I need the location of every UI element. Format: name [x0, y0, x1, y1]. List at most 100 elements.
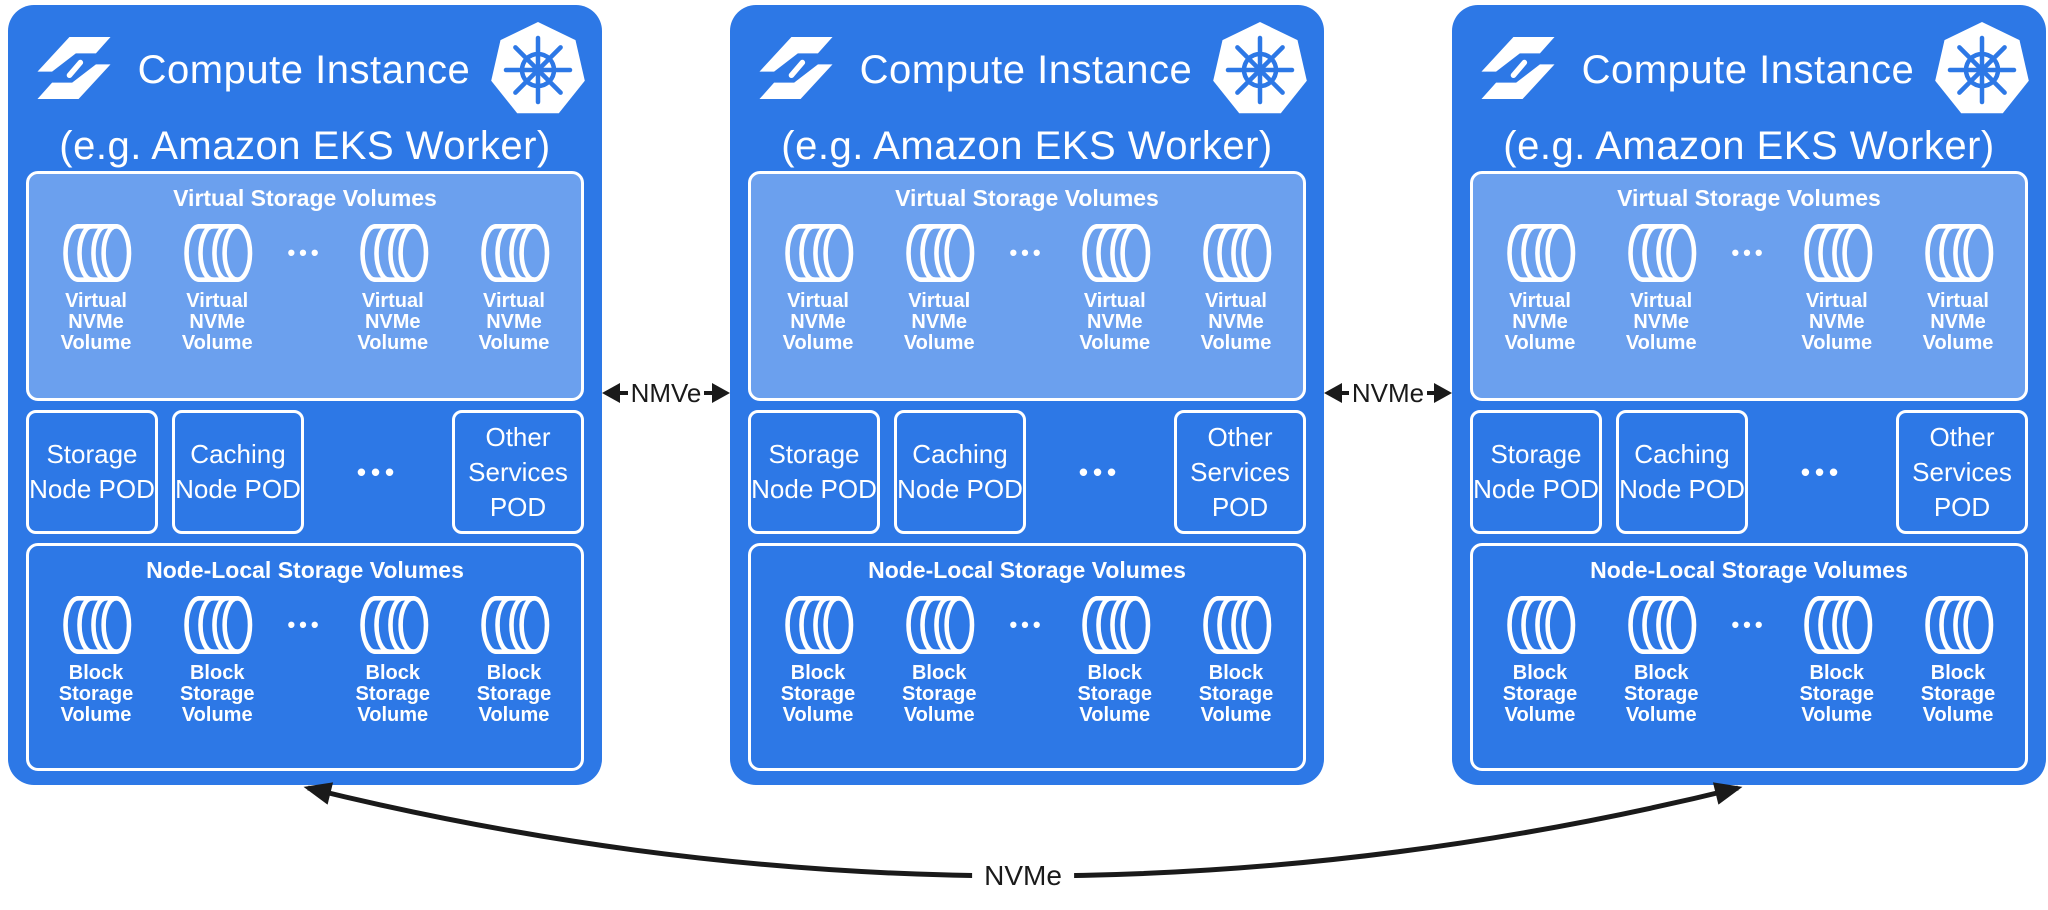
ellipsis: ••• — [356, 456, 400, 487]
volume-label: Block Storage Volume — [1920, 662, 1996, 726]
storage-node-pod: Storage Node POD — [1470, 410, 1602, 534]
volume-label: Block Storage Volume — [1799, 662, 1874, 726]
node-header: Compute Instance — [730, 5, 1324, 121]
virtual-volume: Virtual NVMe Volume — [1907, 220, 2009, 354]
storage-node-pod: Storage Node POD — [748, 410, 880, 534]
storage-cylinder-icon — [778, 220, 858, 286]
nvme-connector-left: NMVe — [602, 372, 730, 414]
ellipsis: ••• — [1009, 240, 1045, 265]
volume-label: Block Storage Volume — [1198, 662, 1274, 726]
volume-label: Virtual NVMe Volume — [903, 290, 975, 354]
storage-cylinder-icon — [899, 592, 979, 658]
virtual-storage-heading: Virtual Storage Volumes — [1617, 185, 1881, 211]
volume-label: Block Storage Volume — [1502, 662, 1578, 726]
storage-cylinder-icon — [177, 592, 257, 658]
node-local-heading: Node-Local Storage Volumes — [146, 557, 464, 583]
connector-line — [704, 391, 712, 395]
virtual-volume-row: Virtual NVMe Volume Virtual NVMe Volume … — [751, 220, 1303, 354]
volume-label: Block Storage Volume — [179, 662, 255, 726]
pods-row: Storage Node POD Caching Node POD ••• Ot… — [26, 410, 584, 534]
virtual-volume: Virtual NVMe Volume — [1064, 220, 1166, 354]
arrow-left-icon — [1324, 383, 1342, 403]
volume-label: Virtual NVMe Volume — [1625, 290, 1697, 354]
curve-connector-label: NVMe — [972, 856, 1074, 896]
volume-label: Block Storage Volume — [780, 662, 856, 726]
virtual-storage-panel: Virtual Storage Volumes Virtual NVMe Vol… — [26, 171, 584, 401]
simplyblock-logo-icon — [28, 26, 120, 115]
volume-label: Virtual NVMe Volume — [1200, 290, 1272, 354]
connector-line — [1427, 391, 1434, 395]
block-volume: Block Storage Volume — [1064, 592, 1166, 726]
other-services-pod: Other Services POD — [1896, 410, 2028, 534]
pods-row: Storage Node POD Caching Node POD ••• Ot… — [1470, 410, 2028, 534]
node-subtitle: (e.g. Amazon EKS Worker) — [1503, 124, 1995, 168]
storage-cylinder-icon — [1196, 592, 1276, 658]
ellipsis: ••• — [287, 612, 323, 637]
volume-label: Block Storage Volume — [476, 662, 552, 726]
storage-cylinder-icon — [1196, 220, 1276, 286]
volume-label: Virtual NVMe Volume — [1922, 290, 1994, 354]
virtual-volume-row: Virtual NVMe Volume Virtual NVMe Volume … — [29, 220, 581, 354]
node-local-storage-panel: Node-Local Storage Volumes Block Storage… — [748, 543, 1306, 771]
block-volume: Block Storage Volume — [342, 592, 444, 726]
storage-cylinder-icon — [1621, 592, 1701, 658]
block-volume: Block Storage Volume — [1610, 592, 1712, 726]
volume-label: Block Storage Volume — [901, 662, 977, 726]
node-title: Compute Instance — [859, 47, 1193, 92]
node-subtitle: (e.g. Amazon EKS Worker) — [59, 124, 551, 168]
kubernetes-icon — [1210, 20, 1310, 121]
node-subtitle: (e.g. Amazon EKS Worker) — [781, 124, 1273, 168]
other-services-pod: Other Services POD — [1174, 410, 1306, 534]
block-volume-row: Block Storage Volume Block Storage Volum… — [1473, 592, 2025, 726]
connector-line — [1342, 391, 1349, 395]
arrow-left-icon — [602, 383, 620, 403]
storage-node-pod: Storage Node POD — [26, 410, 158, 534]
volume-label: Virtual NVMe Volume — [782, 290, 854, 354]
volume-label: Block Storage Volume — [58, 662, 134, 726]
other-services-pod: Other Services POD — [452, 410, 584, 534]
block-volume: Block Storage Volume — [463, 592, 565, 726]
node-local-heading: Node-Local Storage Volumes — [868, 557, 1186, 583]
volume-label: Virtual NVMe Volume — [1079, 290, 1151, 354]
storage-cylinder-icon — [778, 592, 858, 658]
virtual-storage-heading: Virtual Storage Volumes — [895, 185, 1159, 211]
arrow-right-icon — [1434, 383, 1452, 403]
storage-cylinder-icon — [1621, 220, 1701, 286]
storage-cylinder-icon — [474, 592, 554, 658]
kubernetes-icon — [1932, 20, 2032, 121]
virtual-storage-heading: Virtual Storage Volumes — [173, 185, 437, 211]
virtual-volume: Virtual NVMe Volume — [1489, 220, 1591, 354]
block-volume: Block Storage Volume — [1185, 592, 1287, 726]
node-local-storage-panel: Node-Local Storage Volumes Block Storage… — [26, 543, 584, 771]
volume-label: Virtual NVMe Volume — [181, 290, 253, 354]
simplyblock-logo-icon — [1472, 26, 1564, 115]
ellipsis: ••• — [1800, 456, 1844, 487]
volume-label: Virtual NVMe Volume — [1504, 290, 1576, 354]
ellipsis: ••• — [287, 240, 323, 265]
block-volume: Block Storage Volume — [1907, 592, 2009, 726]
connector-label: NMVe — [630, 377, 702, 408]
virtual-volume: Virtual NVMe Volume — [1786, 220, 1888, 354]
caching-node-pod: Caching Node POD — [894, 410, 1026, 534]
compute-instance-node-1: Compute Instance (e.g. Amazon EKS Worker… — [8, 5, 602, 785]
node-header: Compute Instance — [8, 5, 602, 121]
virtual-storage-panel: Virtual Storage Volumes Virtual NVMe Vol… — [1470, 171, 2028, 401]
node-local-heading: Node-Local Storage Volumes — [1590, 557, 1908, 583]
storage-cylinder-icon — [899, 220, 979, 286]
storage-cylinder-icon — [1500, 592, 1580, 658]
compute-instance-node-2: Compute Instance (e.g. Amazon EKS Worker… — [730, 5, 1324, 785]
storage-cylinder-icon — [1918, 220, 1998, 286]
connector-label: NVMe — [1351, 377, 1425, 408]
caching-node-pod: Caching Node POD — [172, 410, 304, 534]
storage-cylinder-icon — [1075, 592, 1155, 658]
block-volume: Block Storage Volume — [1786, 592, 1888, 726]
ellipsis: ••• — [1009, 612, 1045, 637]
virtual-volume: Virtual NVMe Volume — [1185, 220, 1287, 354]
compute-instance-node-3: Compute Instance (e.g. Amazon EKS Worker… — [1452, 5, 2046, 785]
storage-cylinder-icon — [1797, 220, 1877, 286]
storage-cylinder-icon — [56, 592, 136, 658]
block-volume: Block Storage Volume — [888, 592, 990, 726]
storage-cylinder-icon — [177, 220, 257, 286]
storage-cylinder-icon — [1797, 592, 1877, 658]
